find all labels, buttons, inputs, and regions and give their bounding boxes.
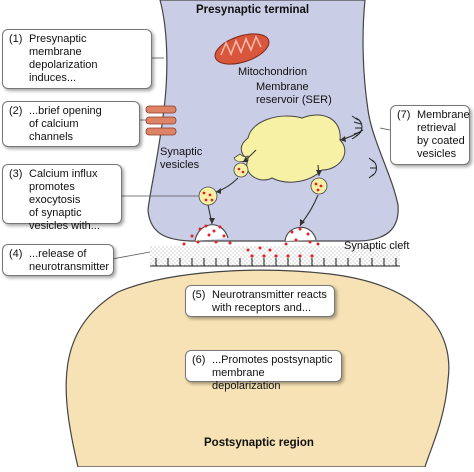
step-text: ...brief opening of calcium channels <box>29 105 102 143</box>
step-2-box: (2) ...brief opening of calcium channels <box>2 101 140 147</box>
reservoir-label: Membrane reservoir (SER) <box>256 81 332 106</box>
footer-label: Postsynaptic region <box>204 437 314 449</box>
step-number: (1) <box>9 33 23 45</box>
step-text: Neurotransmitter reacts with receptors a… <box>212 289 327 314</box>
neurotransmitter-release <box>182 224 320 252</box>
arrowheads <box>209 136 346 226</box>
step-number: (5) <box>192 289 206 301</box>
synaptic-vesicle <box>198 186 218 206</box>
cleft-label: Synaptic cleft <box>344 240 410 252</box>
step-3-box: (3) Calcium influx promotes exocytosis of… <box>2 164 122 232</box>
calcium-channel <box>145 105 177 136</box>
step-text: ...release of neurotransmitter <box>29 248 110 273</box>
step-7-box: (7) Membrane retrieval by coated vesicles <box>390 105 470 165</box>
exocytosis-pocket-left <box>194 224 229 242</box>
step-number: (3) <box>9 168 23 180</box>
bound-receptors <box>250 254 314 258</box>
step-1-box: (1) Presynaptic membrane depolarization i… <box>2 29 152 89</box>
step-text: Presynaptic membrane depolarization indu… <box>29 33 98 84</box>
step-number: (2) <box>9 105 23 117</box>
step-number: (7) <box>397 109 411 121</box>
mitochondrion <box>214 33 270 65</box>
step-text: ...Promotes postsynaptic membrane depola… <box>212 354 333 392</box>
coated-pits <box>351 115 377 179</box>
step-5-box: (5) Neurotransmitter reacts with receptor… <box>185 285 335 317</box>
step-number: (4) <box>9 248 23 260</box>
leader-lines <box>111 57 391 260</box>
vesicles-label: Synaptic vesicles <box>160 146 203 171</box>
mitochondrion-label: Mitochondrion <box>238 66 308 78</box>
step-text: Membrane retrieval by coated vesicles <box>417 109 470 160</box>
step-number: (6) <box>192 354 206 366</box>
receptors <box>150 258 400 267</box>
synaptic-vesicle <box>310 177 328 195</box>
step-6-box: (6) ...Promotes postsynaptic membrane dep… <box>185 350 342 392</box>
step-4-box: (4) ...release of neurotransmitter <box>2 244 114 276</box>
diagram-title: Presynaptic terminal <box>196 4 310 16</box>
step-text: Calcium influx promotes exocytosis of sy… <box>29 168 100 232</box>
synaptic-vesicle <box>233 162 249 178</box>
